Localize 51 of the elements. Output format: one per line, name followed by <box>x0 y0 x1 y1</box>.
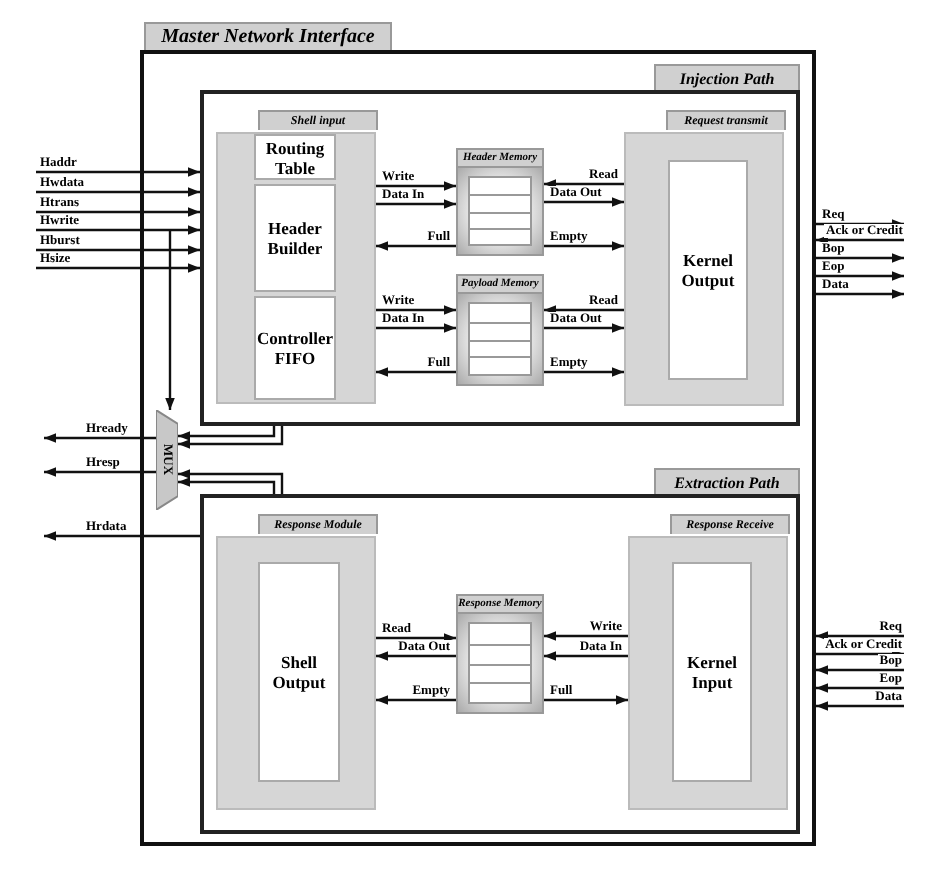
function-block: Routing Table <box>254 134 336 180</box>
arrow <box>36 207 200 217</box>
arrow <box>816 271 904 281</box>
arrow <box>178 426 276 441</box>
arrow <box>36 245 200 255</box>
arrow <box>376 241 456 251</box>
arrow <box>165 230 175 410</box>
arrow <box>36 187 200 197</box>
function-block: Header Builder <box>254 184 336 292</box>
arrow <box>376 181 456 191</box>
arrow <box>544 323 624 333</box>
title-tab: Master Network Interface <box>144 22 392 50</box>
arrow <box>36 167 200 177</box>
arrow <box>816 631 904 641</box>
arrow <box>376 651 456 661</box>
arrow <box>816 649 904 659</box>
arrow <box>544 695 628 705</box>
arrow <box>376 695 456 705</box>
arrow <box>544 305 624 315</box>
arrow <box>376 633 456 643</box>
arrow <box>36 225 200 235</box>
arrow <box>544 631 628 641</box>
arrow <box>178 477 276 494</box>
function-block: Shell Output <box>258 562 340 782</box>
arrow <box>544 197 624 207</box>
function-block: Kernel Input <box>672 562 752 782</box>
title-tab: Extraction Path <box>654 468 800 494</box>
function-block: Kernel Output <box>668 160 748 380</box>
arrow <box>376 323 456 333</box>
arrow <box>816 289 904 299</box>
arrow <box>816 253 904 263</box>
arrow <box>816 683 904 693</box>
title-tab: Injection Path <box>654 64 800 90</box>
arrow <box>44 433 156 443</box>
arrow <box>816 219 904 229</box>
arrow <box>544 651 628 661</box>
arrow <box>44 531 200 541</box>
arrow <box>816 701 904 711</box>
arrow <box>178 426 284 449</box>
arrow <box>544 179 624 189</box>
arrow <box>376 199 456 209</box>
arrow <box>544 241 624 251</box>
arrow <box>376 305 456 315</box>
arrow <box>544 367 624 377</box>
arrow <box>816 235 904 245</box>
arrow <box>816 665 904 675</box>
arrow <box>376 367 456 377</box>
arrow <box>178 469 284 494</box>
arrow <box>36 263 200 273</box>
arrow <box>44 467 156 477</box>
function-block: Controller FIFO <box>254 296 336 400</box>
